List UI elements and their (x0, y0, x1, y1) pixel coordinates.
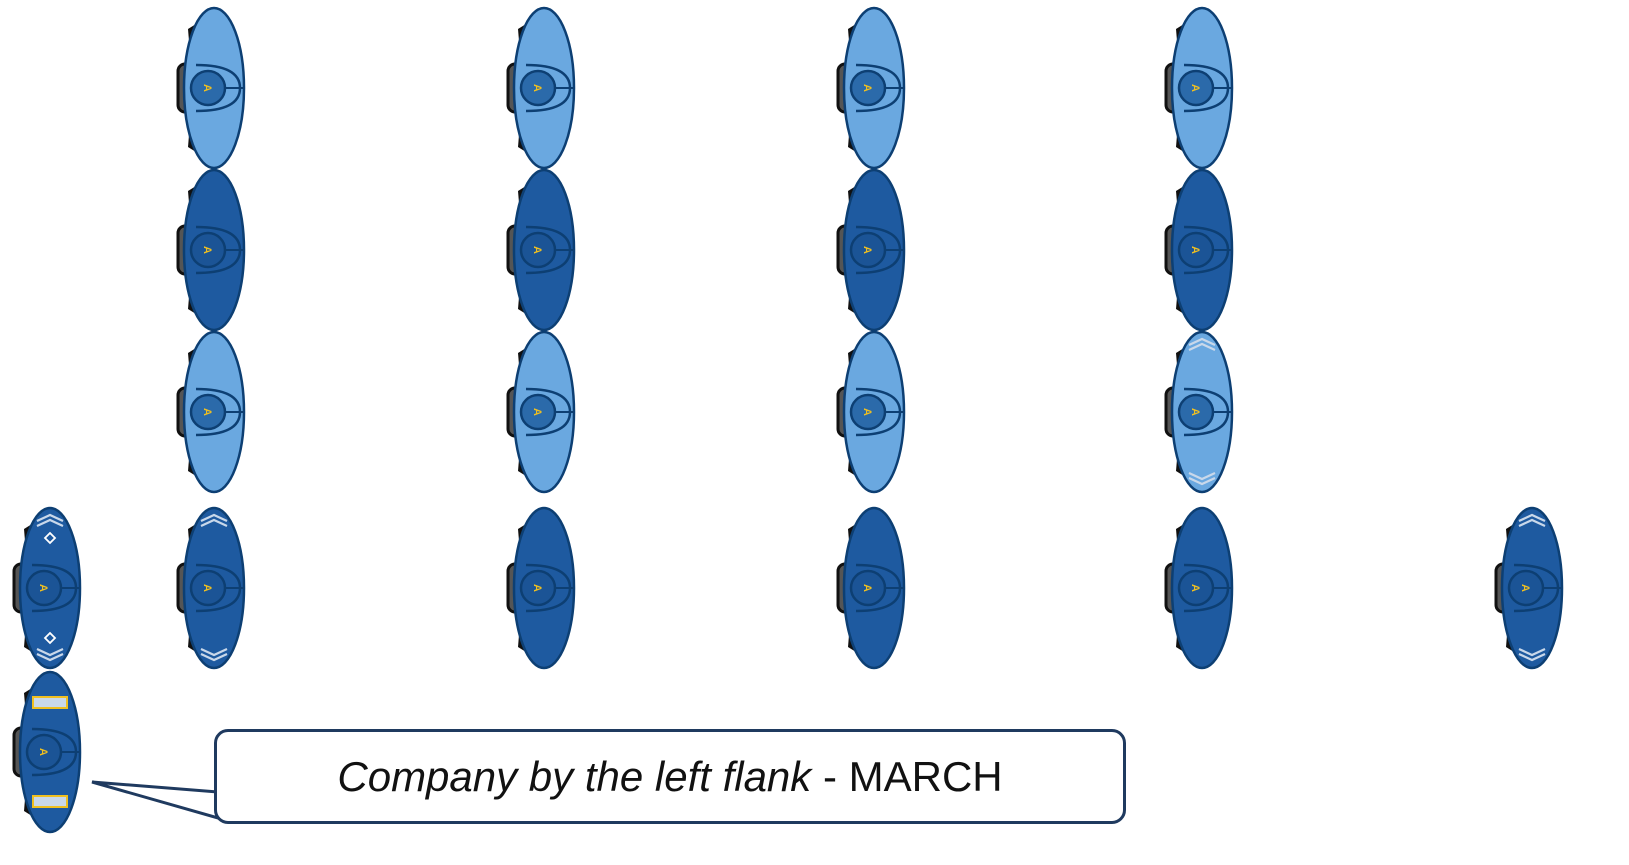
command-callout-box: Company by the left flank - MARCH (214, 729, 1126, 824)
soldier-figure-svg: A (506, 330, 576, 494)
soldier-17: A (1136, 503, 1246, 673)
soldier-18: A (1466, 503, 1576, 673)
soldier-12: A (1136, 327, 1246, 497)
command-text-italic: Company by the left flank (337, 752, 812, 800)
rank-bar-icon (32, 795, 68, 808)
soldier-letter: A (201, 584, 213, 592)
soldier-letter: A (861, 84, 873, 92)
soldier-letter: A (531, 246, 543, 254)
soldier-letter: A (531, 84, 543, 92)
soldier-letter: A (1189, 584, 1201, 592)
command-text-rest: - MARCH (811, 752, 1003, 800)
soldier-letter: A (861, 246, 873, 254)
soldier-15: A (478, 503, 588, 673)
soldier-figure-svg: A (12, 670, 82, 834)
soldier-letter: A (37, 584, 49, 592)
soldier-figure-svg: A (176, 506, 246, 670)
soldier-10: A (478, 327, 588, 497)
soldier-19: A (0, 667, 94, 837)
soldier-figure-svg: A (836, 506, 906, 670)
soldier-14: A (148, 503, 258, 673)
soldier-figure-svg: A (836, 330, 906, 494)
rank-chevron-icon (1188, 472, 1216, 486)
rank-chevron-icon (1518, 513, 1546, 527)
soldier-letter: A (37, 748, 49, 756)
soldier-letter: A (531, 584, 543, 592)
rank-chevron-icon (36, 648, 64, 662)
soldier-figure-svg: A (506, 506, 576, 670)
soldier-figure-svg: A (836, 6, 906, 170)
soldier-3: A (808, 3, 918, 173)
rank-chevron-icon (200, 648, 228, 662)
soldier-letter: A (1189, 246, 1201, 254)
soldier-letter: A (861, 584, 873, 592)
soldier-letter: A (861, 408, 873, 416)
soldier-letter: A (1189, 408, 1201, 416)
soldier-figure-svg: A (176, 330, 246, 494)
soldier-11: A (808, 327, 918, 497)
soldier-figure-svg: A (176, 6, 246, 170)
soldier-letter: A (201, 246, 213, 254)
rank-chevron-icon (200, 513, 228, 527)
soldier-figure-svg: A (1164, 330, 1234, 494)
soldier-letter: A (1189, 84, 1201, 92)
soldier-figure-svg: A (1164, 6, 1234, 170)
soldier-figure-svg: A (506, 6, 576, 170)
soldier-7: A (808, 165, 918, 335)
soldier-letter: A (531, 408, 543, 416)
soldier-13: A (0, 503, 94, 673)
soldier-figure-svg: A (506, 168, 576, 332)
rank-diamond-icon (43, 631, 57, 645)
rank-bar-icon (32, 696, 68, 709)
soldier-figure-svg: A (176, 168, 246, 332)
soldier-16: A (808, 503, 918, 673)
soldier-letter: A (201, 84, 213, 92)
rank-chevron-icon (1518, 648, 1546, 662)
soldier-figure-svg: A (836, 168, 906, 332)
soldier-letter: A (201, 408, 213, 416)
soldier-8: A (1136, 165, 1246, 335)
soldier-4: A (1136, 3, 1246, 173)
soldier-5: A (148, 165, 258, 335)
soldier-1: A (148, 3, 258, 173)
soldier-figure-svg: A (1164, 506, 1234, 670)
soldier-figure-svg: A (1164, 168, 1234, 332)
rank-chevron-icon (36, 513, 64, 527)
soldier-letter: A (1519, 584, 1531, 592)
soldier-figure-svg: A (12, 506, 82, 670)
rank-chevron-icon (1188, 337, 1216, 351)
rank-diamond-icon (43, 531, 57, 545)
soldier-9: A (148, 327, 258, 497)
soldier-6: A (478, 165, 588, 335)
command-callout: Company by the left flank - MARCH (214, 729, 1126, 824)
soldier-2: A (478, 3, 588, 173)
soldier-figure-svg: A (1494, 506, 1564, 670)
